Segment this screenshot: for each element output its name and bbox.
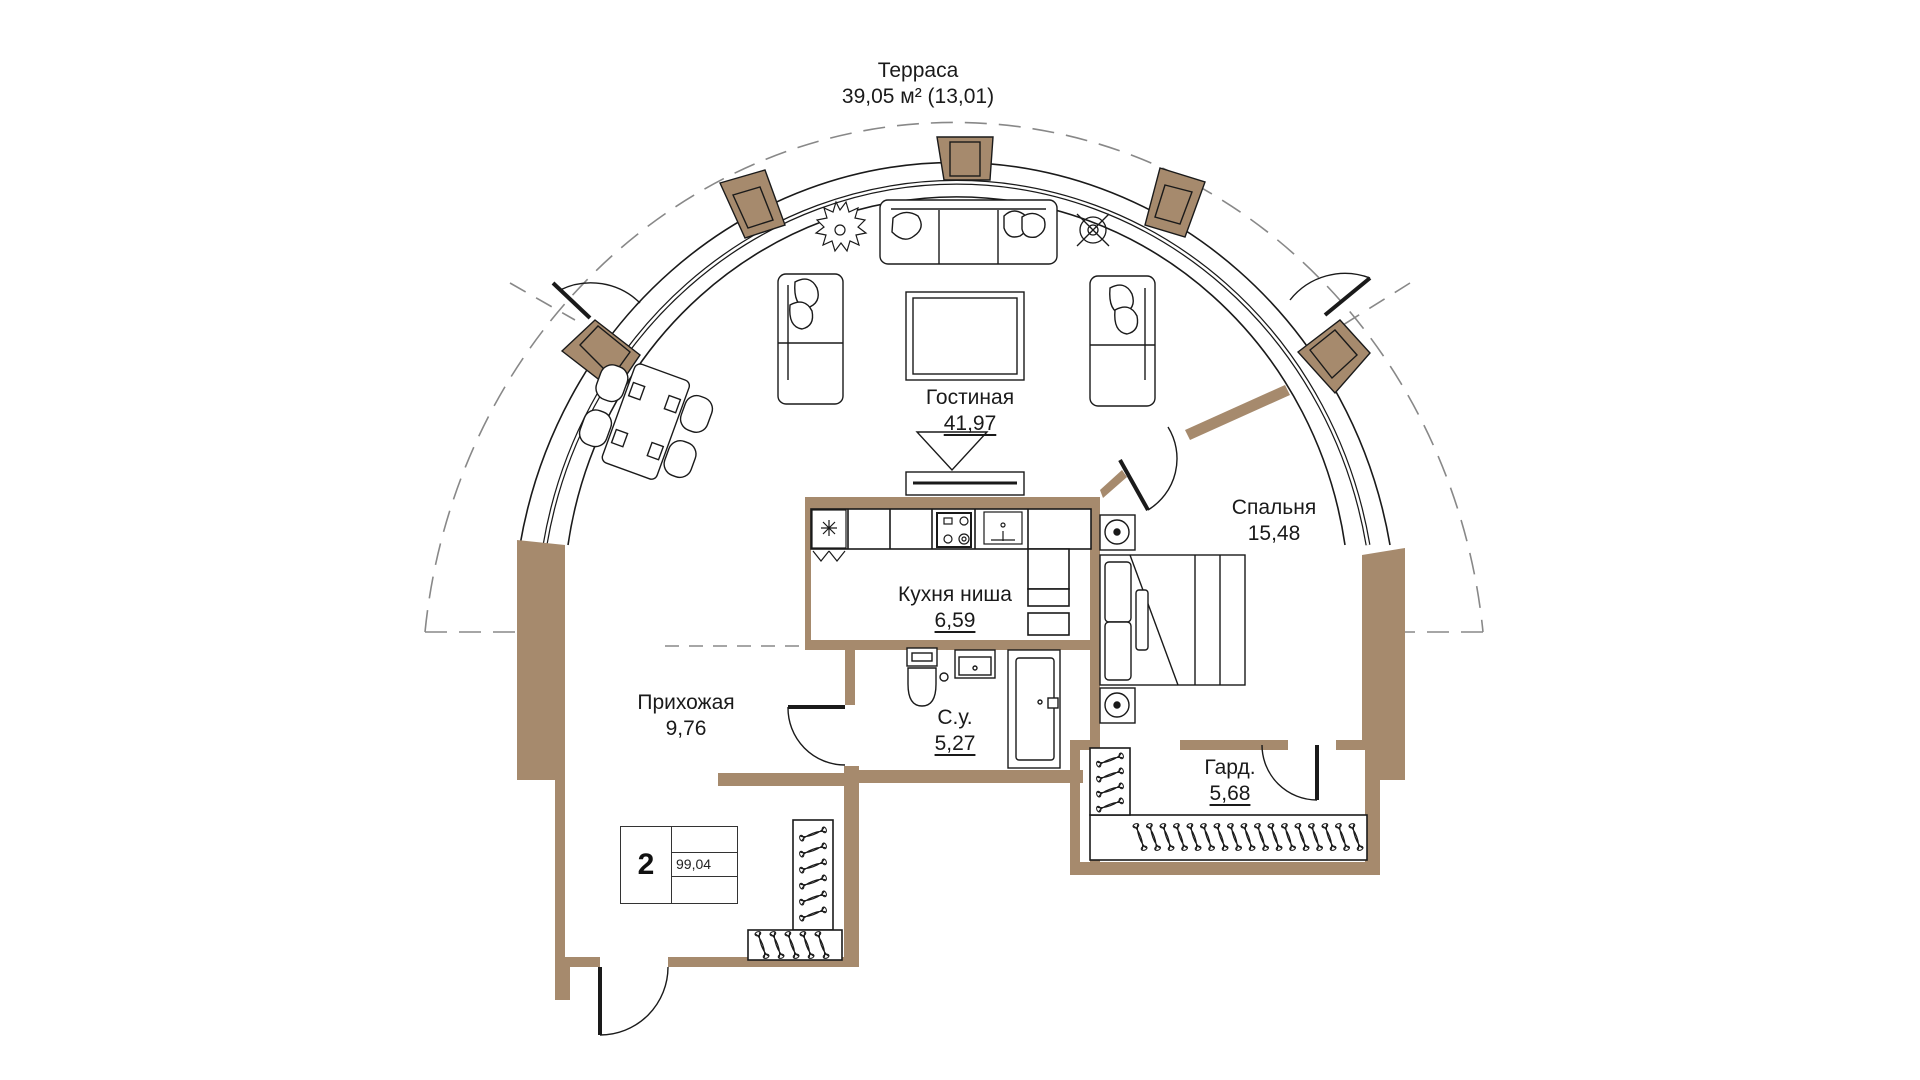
bathroom-door[interactable] [787, 705, 846, 766]
room-name: Кухня ниша [898, 583, 1012, 606]
terrace-divider-left [509, 282, 576, 321]
tv-rug [905, 291, 1025, 381]
terrace-door-right[interactable] [1289, 272, 1372, 317]
stove [936, 512, 972, 548]
room-name: Спальня [1231, 496, 1317, 519]
badge-row-empty-top [672, 827, 737, 853]
room-area: 6,59 [934, 609, 976, 632]
bathtub [1007, 649, 1061, 769]
total-area: 99,04 [672, 852, 737, 877]
dining-table [578, 363, 714, 480]
apartment-badge: 2 99,04 [620, 826, 738, 904]
room-area: 9,76 [665, 717, 707, 740]
entrance-door[interactable] [598, 966, 669, 1036]
armchair-left [777, 273, 844, 405]
bedroom-door[interactable] [1118, 426, 1178, 511]
plant [814, 200, 868, 253]
room-label-terrace: Терраса 39,05 м² (13,01) [842, 58, 994, 110]
floor-lamp [1076, 213, 1110, 247]
nightstand-top [1099, 514, 1136, 551]
room-area: 5,68 [1209, 782, 1251, 805]
badge-row-empty-bottom [672, 878, 737, 903]
terrace-boundary [424, 121, 1484, 633]
room-label-bedroom: Спальня 15,48 [1232, 495, 1316, 547]
room-label-kitchen: Кухня ниша 6,59 [898, 582, 1012, 634]
wardrobe-door[interactable] [1261, 744, 1319, 801]
rooms-count: 2 [621, 827, 672, 903]
terrace-divider-right [1334, 282, 1411, 331]
walls [517, 385, 1405, 1000]
closet-hallway [747, 819, 843, 961]
range-hood [905, 431, 1025, 496]
room-label-living: Гостиная 41,97 [926, 385, 1014, 437]
sink [983, 511, 1023, 545]
room-name: Гард. [1204, 756, 1256, 779]
terrace-door-left[interactable] [551, 281, 641, 320]
room-area: 39,05 м² (13,01) [841, 85, 995, 108]
arc-pillars [560, 136, 1371, 395]
sofa [879, 199, 1058, 265]
room-label-wardrobe: Гард. 5,68 [1204, 755, 1255, 807]
room-name: Терраса [877, 59, 959, 82]
room-name: Гостиная [925, 386, 1015, 409]
room-label-bathroom: С.у. 5,27 [935, 705, 976, 757]
room-area: 5,27 [934, 732, 976, 755]
armchair-right [1089, 275, 1156, 407]
room-name: С.у. [937, 706, 973, 729]
bed [1099, 554, 1246, 686]
room-area: 15,48 [1247, 522, 1301, 545]
room-name: Прихожая [637, 691, 735, 714]
room-area: 41,97 [943, 412, 997, 435]
fridge [811, 509, 847, 562]
nightstand-bottom [1099, 687, 1136, 724]
toilet [906, 647, 949, 707]
room-label-hallway: Прихожая 9,76 [637, 690, 734, 742]
washbasin [954, 649, 996, 679]
kitchen-counter [810, 508, 1092, 636]
